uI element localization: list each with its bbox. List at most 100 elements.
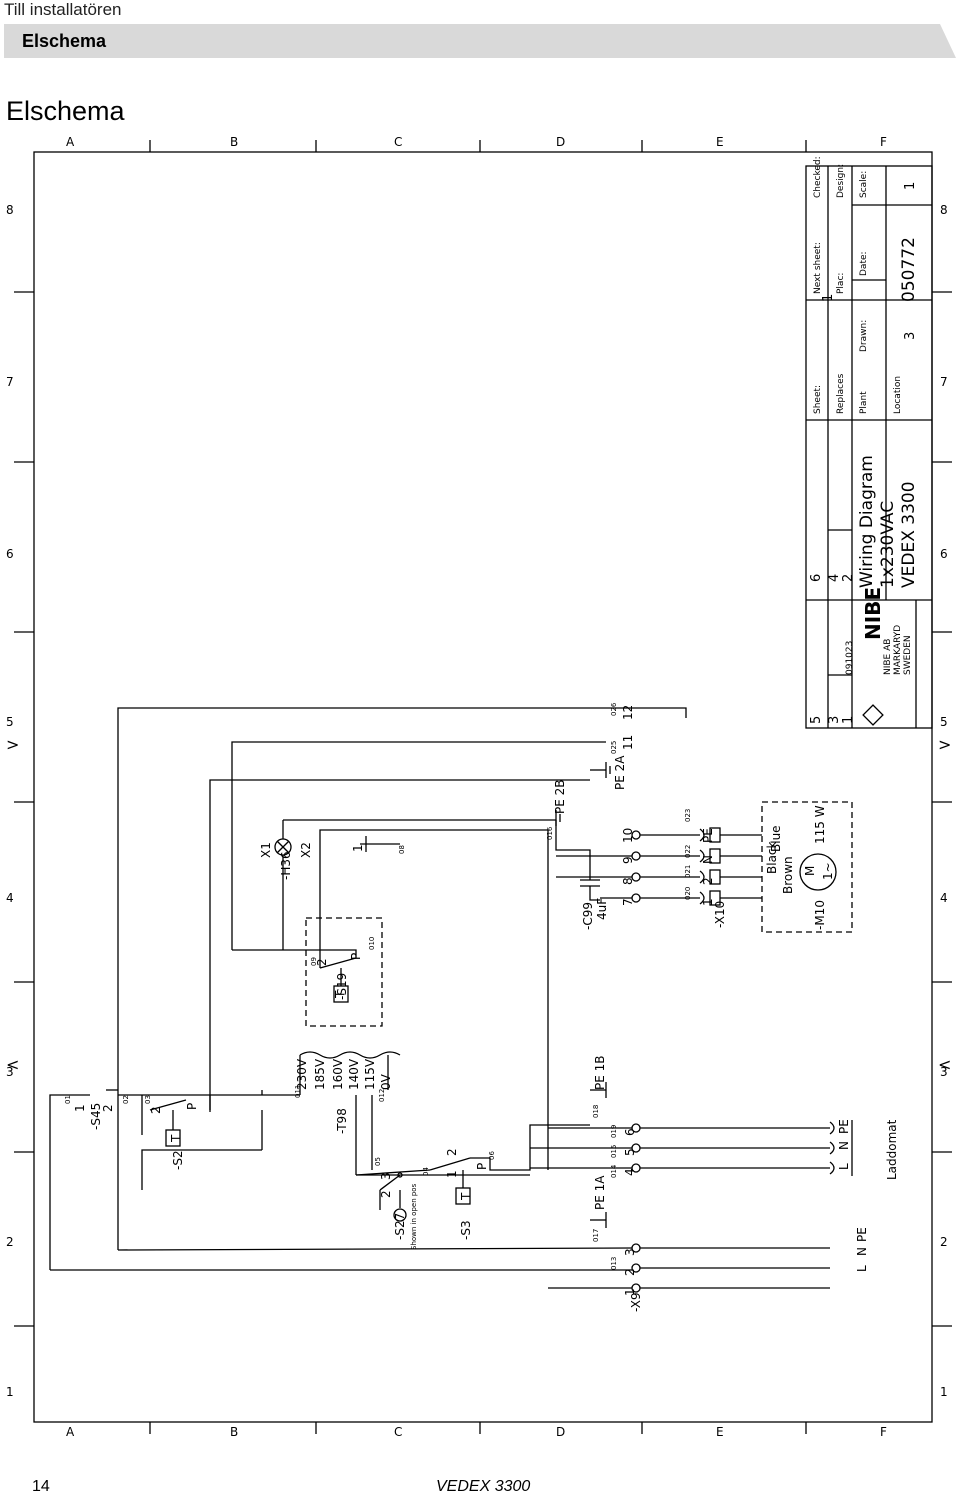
row-mark-left-high: > (6, 735, 19, 754)
section-tab: Elschema (4, 24, 956, 58)
row-label-2: 2 (6, 1235, 14, 1249)
row-label-2-right: 2 (940, 1235, 948, 1249)
col-label-f-bottom: F (880, 1425, 887, 1439)
col-label-b: B (230, 135, 238, 149)
x10b-term-8: 8 (621, 877, 635, 885)
label-pe-2a: PE 2A (613, 755, 627, 790)
col-label-e: E (716, 135, 724, 149)
s19-term-2: 2 (315, 958, 329, 966)
x2-term-1: 1 (351, 844, 365, 852)
tb-rev-3: 3 (827, 716, 842, 724)
label-pe-2b: PE 2B (553, 780, 567, 815)
term-12: 12 (621, 705, 635, 720)
row-mark-right-low: < (938, 1055, 951, 1074)
tb-rev-date: 091023 (845, 641, 855, 675)
tap-115v: 115V (363, 1058, 377, 1090)
row-mark-right-high: > (938, 735, 951, 754)
tb-design: Design: (836, 164, 846, 198)
label-s2-t: T (169, 1134, 183, 1143)
wire-08: 08 (398, 845, 406, 854)
tb-rev-4: 4 (827, 574, 842, 582)
tb-checked: Checked: (813, 156, 823, 198)
page-number: 14 (32, 1478, 50, 1495)
wire-021: 021 (684, 865, 692, 878)
row-label-8: 8 (6, 203, 14, 217)
label-s45: -S45 (89, 1103, 103, 1130)
label-supply-n: N (855, 1247, 869, 1256)
label-motor-m: M (803, 866, 817, 876)
label-s2: -S2 (171, 1150, 185, 1170)
wire-color-black: Black (765, 841, 779, 874)
tb-company-line1: NIBE AB (883, 639, 893, 675)
col-label-c-bottom: C (394, 1425, 402, 1439)
tb-title-line2: 1x230VAC (878, 501, 898, 588)
section-header: Till installatören (4, 0, 122, 19)
tb-title-line3: VEDEX 3300 (899, 481, 919, 588)
wire-04: 04 (422, 1167, 430, 1176)
row-label-1: 1 (6, 1385, 14, 1399)
wire-019: 019 (610, 1125, 618, 1138)
wire-023: 023 (684, 809, 692, 822)
row-label-4: 4 (6, 891, 14, 905)
label-x1: X1 (259, 842, 273, 858)
x10-term-pe: PE (701, 828, 715, 843)
wire-09: 09 (310, 957, 318, 966)
wire-010: 010 (368, 937, 376, 950)
wire-014: 014 (610, 1164, 618, 1178)
row-label-1-right: 1 (940, 1385, 948, 1399)
tb-rev-6: 6 (809, 574, 824, 582)
wire-018: 018 (592, 1105, 600, 1118)
wire-bus-11 (231, 741, 606, 950)
col-label-d: D (556, 135, 565, 149)
wire-013: 013 (610, 1257, 618, 1270)
x9-term-6: 6 (623, 1128, 637, 1136)
col-label-d-bottom: D (556, 1425, 565, 1439)
tb-drawn: Drawn: (859, 320, 869, 352)
label-s3: -S3 (459, 1220, 473, 1240)
section-tab-label: Elschema (22, 31, 107, 51)
label-x9: -X9 (629, 1292, 643, 1312)
x10b-term-7: 7 (621, 898, 635, 906)
x9-term-5: 5 (623, 1148, 637, 1156)
label-c99: -C99 (581, 902, 595, 930)
x9-term-1: 1 (623, 1288, 637, 1296)
wire-026: 026 (610, 702, 618, 716)
x9-term-4: 4 (623, 1168, 637, 1176)
tb-title-line1: Wiring Diagram (857, 455, 877, 588)
s3-term-2: 2 (445, 1148, 459, 1156)
col-label-c: C (394, 135, 402, 149)
label-supply-pe: PE (855, 1227, 869, 1242)
wire-01: 01 (64, 1095, 72, 1104)
wire-color-brown: Brown (781, 856, 795, 894)
tap-140v: 140V (347, 1058, 361, 1090)
label-x2: X2 (299, 842, 313, 858)
laddomat-pe: PE (837, 1119, 851, 1134)
wire-03: 03 (144, 1095, 152, 1104)
tb-rev-1: 1 (841, 716, 856, 724)
title-block (805, 165, 933, 729)
tb-location-label: Location (893, 376, 903, 414)
label-s2-p: P (185, 1103, 199, 1110)
tb-date: Date: (859, 251, 869, 276)
label-pe-1b: PE 1B (593, 1056, 607, 1091)
tb-rev-2: 2 (841, 574, 856, 582)
col-label-e-bottom: E (716, 1425, 724, 1439)
row-label-6: 6 (6, 547, 14, 561)
page-title: Elschema (6, 96, 125, 126)
wire-025: 025 (610, 741, 618, 754)
tb-company-line2: MARKARYD (893, 625, 903, 675)
laddomat-n: N (837, 1141, 851, 1150)
label-laddomat: Laddomat (885, 1119, 899, 1180)
col-label-a: A (66, 135, 75, 149)
wire-022: 022 (684, 845, 692, 858)
row-mark-left-low: < (6, 1055, 19, 1074)
label-h36: -H36 (279, 851, 293, 880)
m10-box (761, 801, 853, 933)
x10b-term-9: 9 (621, 856, 635, 864)
wire-012: 012 (378, 1089, 386, 1102)
x9-term-2: 2 (623, 1268, 637, 1276)
row-label-3: 3 (6, 1065, 14, 1079)
label-c99-value: 4uF (595, 898, 609, 920)
row-label-7: 7 (6, 375, 14, 389)
row-label-6-right: 6 (940, 547, 948, 561)
